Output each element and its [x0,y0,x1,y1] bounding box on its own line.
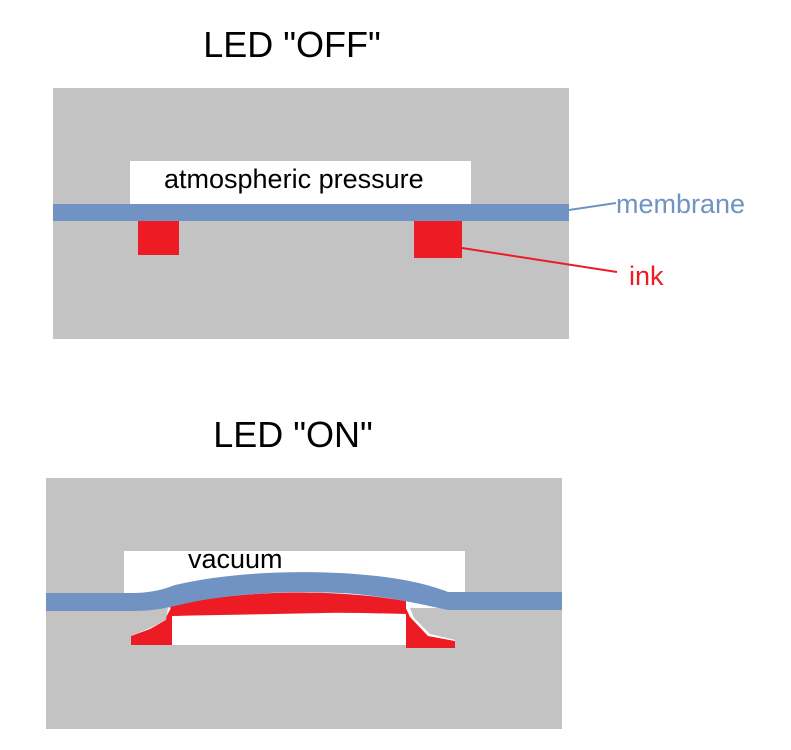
membrane-leader-line [568,202,617,211]
cavity-wall-right [410,608,465,645]
ink-label: ink [629,261,664,291]
membrane-label: membrane [616,189,745,219]
ink-droplet-left [138,221,179,255]
ink-body [170,592,406,616]
led-off-panel: LED "OFF" atmospheric pressure membrane … [53,24,745,339]
led-off-title: LED "OFF" [203,24,381,65]
atmospheric-pressure-label: atmospheric pressure [164,164,424,194]
led-off-membrane [53,204,569,221]
ink-leader-line [461,247,618,273]
cavity-wall-left [124,608,168,645]
led-on-membrane [46,572,562,611]
vacuum-label: vacuum [188,544,283,574]
led-off-cavity [130,161,471,205]
ink-droplet-right [414,221,462,258]
led-on-panel: LED "ON" vacuum [46,414,562,729]
led-on-title: LED "ON" [213,414,373,455]
